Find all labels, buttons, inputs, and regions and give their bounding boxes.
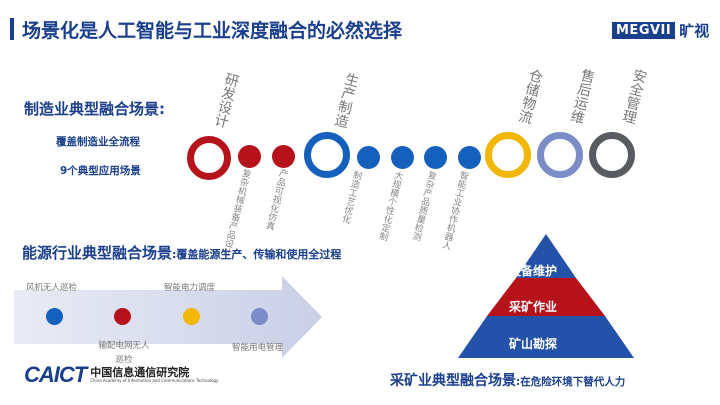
label-logistics: 仓储物流 (515, 66, 545, 126)
title-accent-bar (10, 18, 14, 40)
circle-maintenance (537, 132, 583, 178)
pyramid-level-1: 设备维护 (509, 264, 558, 278)
mining-heading: 采矿业典型融合场景:在危险环境下替代人力 (390, 370, 625, 390)
energy-arrow (14, 276, 322, 358)
caict-logo: CAICT 中国信息通信研究院 China Academy of Informa… (24, 362, 218, 388)
energy-label-grid: 输配电网无人巡检 (98, 341, 150, 365)
label-production: 生产制造 (331, 70, 361, 130)
mining-title: 采矿业典型融合场景 (390, 373, 516, 389)
label-quality: 复杂产品质量检测 (409, 169, 437, 242)
label-process-opt: 制造工艺优化 (339, 169, 363, 225)
manufacturing-sub2: 9个典型应用场景 (60, 165, 141, 177)
circle-rd-design (187, 136, 231, 180)
label-rd-design: 研发设计 (211, 70, 241, 130)
energy-subtitle: :覆盖能源生产、传输和使用全过程 (172, 248, 342, 261)
page-title: 场景化是人工智能与工业深度融合的必然选择 (22, 20, 403, 42)
energy-dot-wind (46, 308, 63, 325)
mining-subtitle: :在危险环境下替代人力 (516, 376, 626, 388)
circle-logistics (485, 132, 531, 178)
label-safety: 安全管理 (619, 66, 649, 126)
manufacturing-title: 制造业典型融合场景: (24, 100, 165, 118)
label-maintenance: 售后运维 (567, 66, 597, 126)
dot-robot (458, 146, 481, 169)
circle-safety (589, 132, 635, 178)
caict-name-en: China Academy of Information and Communi… (90, 377, 219, 383)
energy-dot-grid (114, 308, 131, 325)
energy-heading: 能源行业典型融合场景:覆盖能源生产、传输和使用全过程 (22, 242, 341, 263)
dot-customization (391, 146, 414, 169)
label-simulation: 产品可视化仿真 (263, 167, 289, 231)
circle-production (304, 132, 350, 178)
caict-name-cn: 中国信息通信研究院 (90, 365, 190, 379)
pyramid-level-3: 矿山勘探 (509, 337, 558, 351)
label-equipment-design: 复杂机械装备产品设计 (219, 167, 252, 258)
pyramid-level-2: 采矿作业 (509, 300, 558, 314)
brand-en: MEGVII (612, 22, 676, 39)
energy-label-dispatch: 智能电力调度 (164, 283, 216, 293)
caict-logo-mark: CAICT (24, 362, 87, 387)
dot-equipment-design (238, 145, 261, 168)
dot-quality (424, 146, 447, 169)
dot-simulation (272, 145, 295, 168)
manufacturing-sub1: 覆盖制造业全流程 (56, 136, 140, 148)
brand-cn: 旷视 (679, 22, 710, 40)
energy-label-wind: 风机无人巡检 (26, 283, 78, 293)
energy-title: 能源行业典型融合场景 (22, 244, 173, 262)
mining-pyramid (458, 234, 634, 358)
dot-process-opt (357, 146, 380, 169)
label-robot: 智能工业协作机器人 (439, 169, 469, 251)
energy-dot-dispatch (183, 308, 200, 325)
energy-label-usage: 智能用电管理 (232, 343, 284, 353)
label-customization: 大规模个性化定制 (376, 169, 404, 242)
energy-dot-usage (251, 308, 268, 325)
brand-logo: MEGVII 旷视 (612, 20, 709, 41)
